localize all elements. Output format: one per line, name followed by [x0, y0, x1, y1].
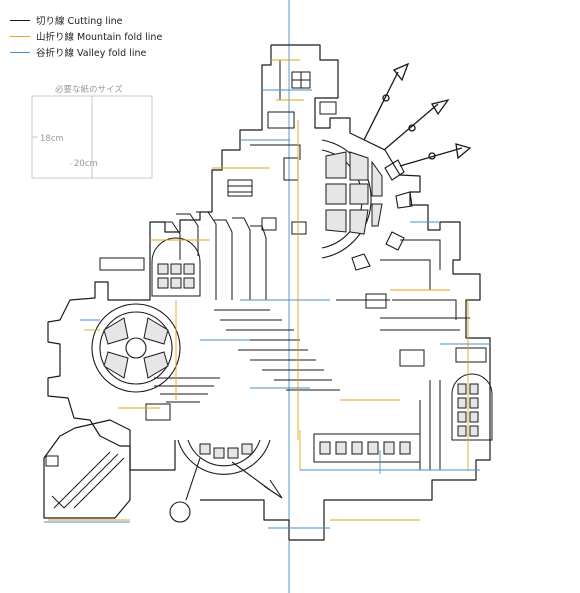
cutting-line-swatch: [10, 19, 30, 21]
lower-half-gear: [169, 439, 283, 523]
valley-fold-swatch: [10, 51, 30, 53]
left-gear-wheel: [91, 303, 181, 393]
mountain-fold-lines: [48, 59, 469, 521]
clock-hand-arrows: [363, 62, 472, 167]
paper-height-label: 18cm: [40, 134, 64, 144]
upper-left-rods: [156, 211, 267, 300]
right-arched-window: [451, 373, 493, 441]
silhouette-outline: [43, 44, 491, 541]
legend-label-cutting: 切り線 Cutting line: [36, 16, 123, 27]
right-stepped-structure: [336, 239, 470, 470]
lower-gear-segments: [199, 443, 253, 459]
legend-item-cutting: 切り線 Cutting line: [10, 12, 162, 28]
legend-label-mountain: 山折り線 Mountain fold line: [36, 32, 163, 43]
line-type-legend: 切り線 Cutting line 山折り線 Mountain fold line…: [10, 12, 162, 60]
bottom-window-row: [313, 433, 421, 463]
staircase-bands: [154, 309, 340, 403]
valley-fold-lines: [44, 89, 490, 529]
legend-label-valley: 谷折り線 Valley fold line: [36, 48, 147, 59]
small-window-groups: [45, 157, 487, 467]
legend-item-mountain: 山折り線 Mountain fold line: [10, 28, 162, 44]
paper-size-sketch: [31, 95, 153, 179]
paper-width-label: 20cm: [74, 159, 98, 169]
top-tower: [250, 60, 337, 160]
top-gear-windows: [325, 151, 383, 235]
paper-size-title: 必要な紙のサイズ: [55, 85, 123, 95]
left-arched-window: [151, 237, 201, 297]
mountain-fold-swatch: [10, 35, 30, 37]
left-gear-segments: [103, 317, 169, 379]
legend-item-valley: 谷折り線 Valley fold line: [10, 44, 162, 60]
bottom-left-staircase: [51, 451, 125, 509]
